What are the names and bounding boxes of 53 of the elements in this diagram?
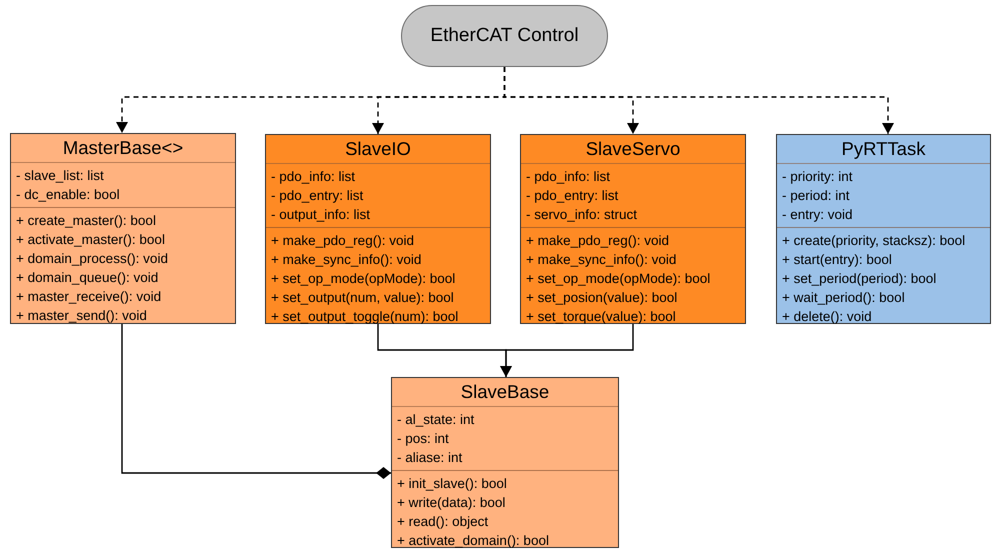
class-member: + wait_period(): bool: [782, 288, 906, 307]
class-member: + make_pdo_reg(): void: [526, 232, 670, 250]
class-member: + write(data): bool: [397, 494, 506, 512]
class-member: + start(entry): bool: [782, 250, 893, 269]
class-box: [391, 377, 619, 548]
class-name: PyRTTask: [842, 137, 926, 161]
class-name: SlaveServo: [586, 137, 680, 161]
class-box: [265, 134, 491, 324]
class-member: - priority: int: [782, 168, 854, 186]
class-member: - servo_info: struct: [526, 206, 638, 224]
class-member: + activate_domain(): bool: [397, 532, 550, 550]
dashed-arrow: [504, 67, 894, 134]
class-name: SlaveIO: [345, 137, 411, 161]
class-member: - period: int: [782, 186, 851, 205]
class-member: + set_output(num, value): bool: [271, 288, 455, 307]
class-member: + read(): object: [397, 512, 490, 531]
class-member: - pdo_info: list: [526, 168, 612, 186]
class-member: + set_period(period): bool: [782, 270, 938, 288]
class-member: + master_receive(): void: [16, 288, 162, 306]
class-member: + set_torque(value): bool: [526, 308, 677, 326]
class-member: + master_send(): void: [16, 306, 148, 325]
class-member: - entry: void: [782, 206, 854, 224]
class-member: + init_slave(): bool: [397, 474, 508, 493]
class-name: MasterBase<>: [62, 136, 184, 160]
class-member: + activate_master(): bool: [16, 230, 166, 249]
class-member: + set_op_mode(opMode): bool: [271, 270, 456, 288]
node-title: EtherCAT Control: [430, 24, 579, 48]
class-member: + set_op_mode(opMode): bool: [526, 270, 712, 288]
class-member: + domain_process(): void: [16, 250, 169, 268]
class-member: + create(priority, stacksz): bool: [782, 232, 966, 250]
class-member: + make_pdo_reg(): void: [271, 232, 415, 250]
class-name: SlaveBase: [460, 380, 550, 404]
arrow: [500, 324, 634, 377]
composition-line: [121, 324, 391, 479]
class-box: [520, 134, 746, 324]
class-member: - pdo_info: list: [271, 168, 356, 186]
class-member: + set_posion(value): bool: [526, 288, 678, 307]
class-member: - aliase: int: [397, 448, 464, 467]
class-member: + domain_queue(): void: [16, 268, 160, 287]
class-member: + make_sync_info(): void: [526, 250, 678, 269]
class-member: - output_info: list: [271, 206, 372, 224]
class-member: + make_sync_info(): void: [271, 250, 422, 269]
class-member: + set_output_toggle(num): bool: [271, 308, 460, 326]
class-box: [776, 134, 991, 324]
class-member: - pos: int: [397, 430, 450, 448]
class-member: - slave_list: list: [16, 166, 105, 185]
class-member: - al_state: int: [397, 410, 476, 429]
class-member: + create_master(): bool: [16, 212, 157, 230]
class-member: - pdo_entry: list: [526, 186, 620, 205]
class-box: [10, 133, 236, 324]
class-member: - dc_enable: bool: [16, 186, 121, 204]
class-member: - pdo_entry: list: [271, 186, 364, 205]
class-member: + delete(): void: [782, 308, 873, 326]
